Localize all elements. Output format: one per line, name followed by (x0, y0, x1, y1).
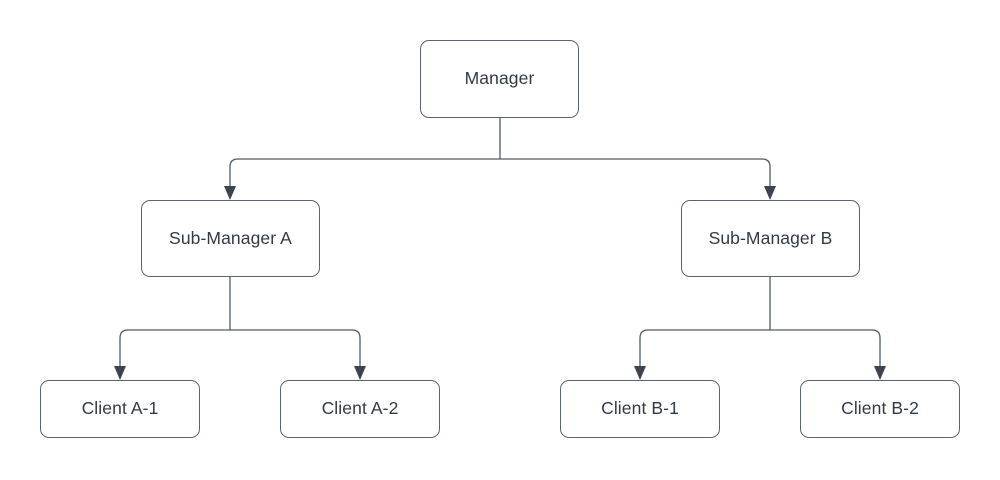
edge-manager-to-sub-b (499, 158, 771, 189)
node-sub-manager-a[interactable]: Sub-Manager A (141, 200, 320, 277)
node-client-a2-label: Client A-2 (321, 398, 399, 419)
arrowhead-sub-b (764, 186, 776, 200)
node-manager[interactable]: Manager (420, 40, 579, 118)
node-manager-label: Manager (464, 68, 535, 89)
node-client-b1[interactable]: Client B-1 (560, 380, 720, 438)
edge-sub-b-to-client-b2 (769, 329, 881, 369)
node-sub-manager-b[interactable]: Sub-Manager B (681, 200, 860, 277)
arrowhead-client-a2 (354, 366, 366, 380)
node-client-a1[interactable]: Client A-1 (40, 380, 200, 438)
arrowhead-sub-a (224, 186, 236, 200)
arrowhead-client-a1 (114, 366, 126, 380)
node-client-a2[interactable]: Client A-2 (280, 380, 440, 438)
node-sub-manager-b-label: Sub-Manager B (708, 227, 833, 248)
edge-sub-a-to-client-a1 (119, 329, 231, 369)
edge-manager-to-sub-a (229, 158, 501, 189)
edge-sub-b-to-client-b1 (639, 329, 771, 369)
arrowhead-client-b2 (874, 366, 886, 380)
node-client-b2-label: Client B-2 (841, 398, 919, 419)
node-client-a1-label: Client A-1 (81, 398, 159, 419)
node-sub-manager-a-label: Sub-Manager A (169, 227, 292, 248)
node-client-b1-label: Client B-1 (601, 398, 679, 419)
arrowhead-client-b1 (634, 366, 646, 380)
edge-sub-a-to-client-a2 (229, 329, 361, 369)
node-client-b2[interactable]: Client B-2 (800, 380, 960, 438)
